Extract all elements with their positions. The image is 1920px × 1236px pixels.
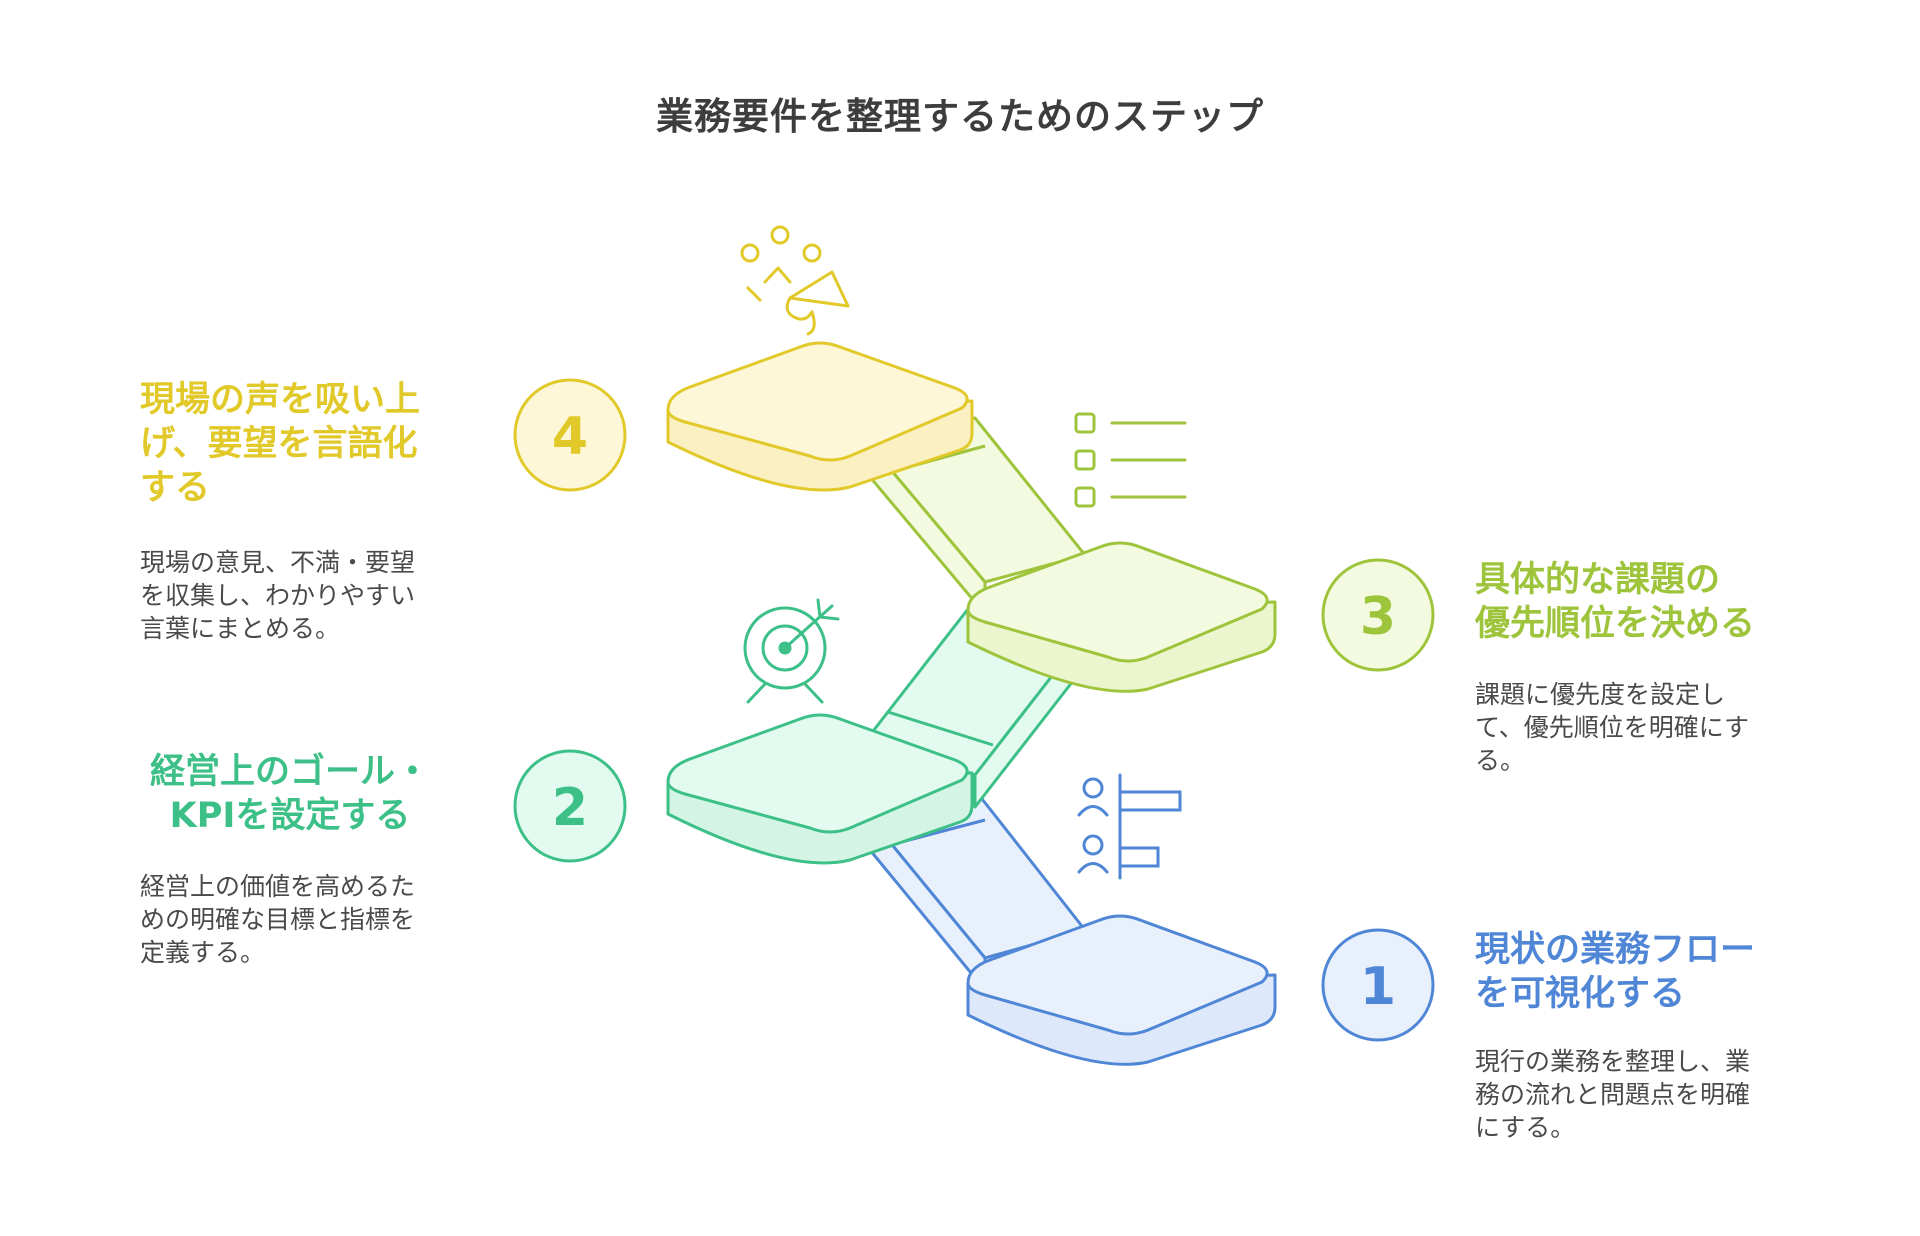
step-2-title: 経営上のゴール・ KPIを設定する — [149, 752, 430, 836]
step-2-description: 経営上の価値を高めるた めの明確な目標と指標を 定義する。 — [140, 872, 416, 967]
platform-4 — [666, 341, 974, 492]
target-arrow-icon — [743, 598, 840, 704]
step-1-text: 現状の業務フロー を可視化する — [1475, 928, 1835, 1016]
step-3-text: 具体的な課題の 優先順位を決める — [1475, 558, 1835, 646]
step-4-text: 現場の声を吸い上 げ、要望を言語化 する — [140, 378, 470, 510]
step-number-circle-2: 2 — [513, 749, 627, 863]
step-4-description: 現場の意見、不満・要望 を収集し、わかりやすい 言葉にまとめる。 — [140, 548, 416, 643]
page-title: 業務要件を整理するためのステップ — [656, 95, 1264, 138]
platform-1 — [966, 914, 1277, 1066]
step-number-3: 3 — [1360, 587, 1396, 647]
step-number-circle-3: 3 — [1321, 558, 1435, 672]
step-number-circle-4: 4 — [513, 378, 627, 492]
step-3-description: 課題に優先度を設定し て、優先順位を明確にす る。 — [1475, 680, 1750, 775]
megaphone-icon — [740, 225, 850, 336]
step-4-title: 現場の声を吸い上 げ、要望を言語化 する — [140, 380, 421, 508]
platform-2 — [666, 713, 974, 865]
people-chart-icon — [1077, 773, 1182, 880]
step-number-2: 2 — [552, 778, 588, 838]
step-number-4: 4 — [552, 407, 588, 467]
platform-3 — [966, 541, 1277, 693]
step-1-description: 現行の業務を整理し、業 務の流れと問題点を明確 にする。 — [1475, 1047, 1751, 1142]
step-number-1: 1 — [1360, 957, 1396, 1017]
step-number-circle-1: 1 — [1321, 928, 1435, 1042]
step-3-title: 具体的な課題の 優先順位を決める — [1475, 560, 1756, 644]
checklist-icon — [1074, 412, 1187, 508]
step-1-title: 現状の業務フロー を可視化する — [1475, 930, 1756, 1014]
step-2-text: 経営上のゴール・ KPIを設定する — [130, 750, 450, 838]
